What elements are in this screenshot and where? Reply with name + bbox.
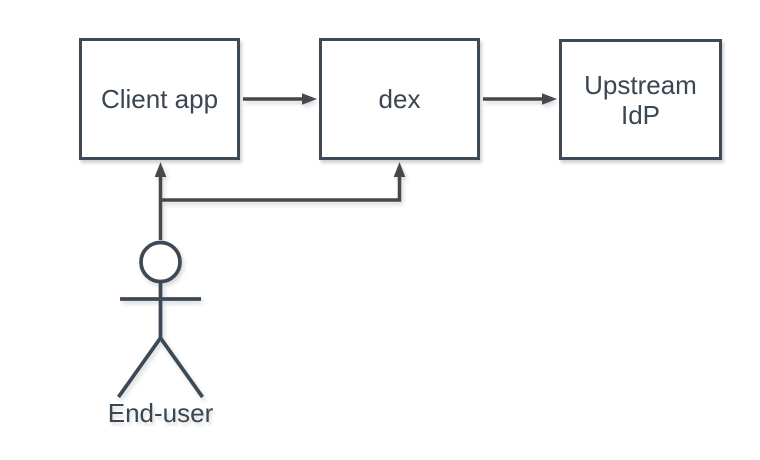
actor-leg-right	[158, 336, 205, 399]
node-upstream-idp: Upstream IdP	[559, 39, 722, 160]
node-dex-label: dex	[378, 84, 421, 114]
edge-client-app-to-dex	[243, 93, 317, 105]
arrowhead-icon	[154, 162, 167, 177]
edge-end-user-to-dex	[160, 162, 406, 202]
arrowhead-icon	[542, 93, 557, 105]
node-client-app: Client app	[79, 38, 240, 160]
end-user-label: End-user	[107, 398, 214, 428]
actor-leg-left	[116, 336, 163, 399]
node-upstream-idp-label: Upstream IdP	[584, 69, 697, 130]
end-user-stick-figure	[116, 240, 205, 399]
arrowhead-icon	[302, 93, 317, 105]
node-client-app-label: Client app	[100, 84, 219, 114]
edge-end-user-to-client-app	[154, 162, 167, 240]
edge-dex-to-upstream-idp	[483, 93, 557, 105]
actor-head-icon	[139, 240, 182, 284]
node-dex: dex	[319, 38, 480, 160]
arrowhead-icon	[393, 162, 406, 177]
